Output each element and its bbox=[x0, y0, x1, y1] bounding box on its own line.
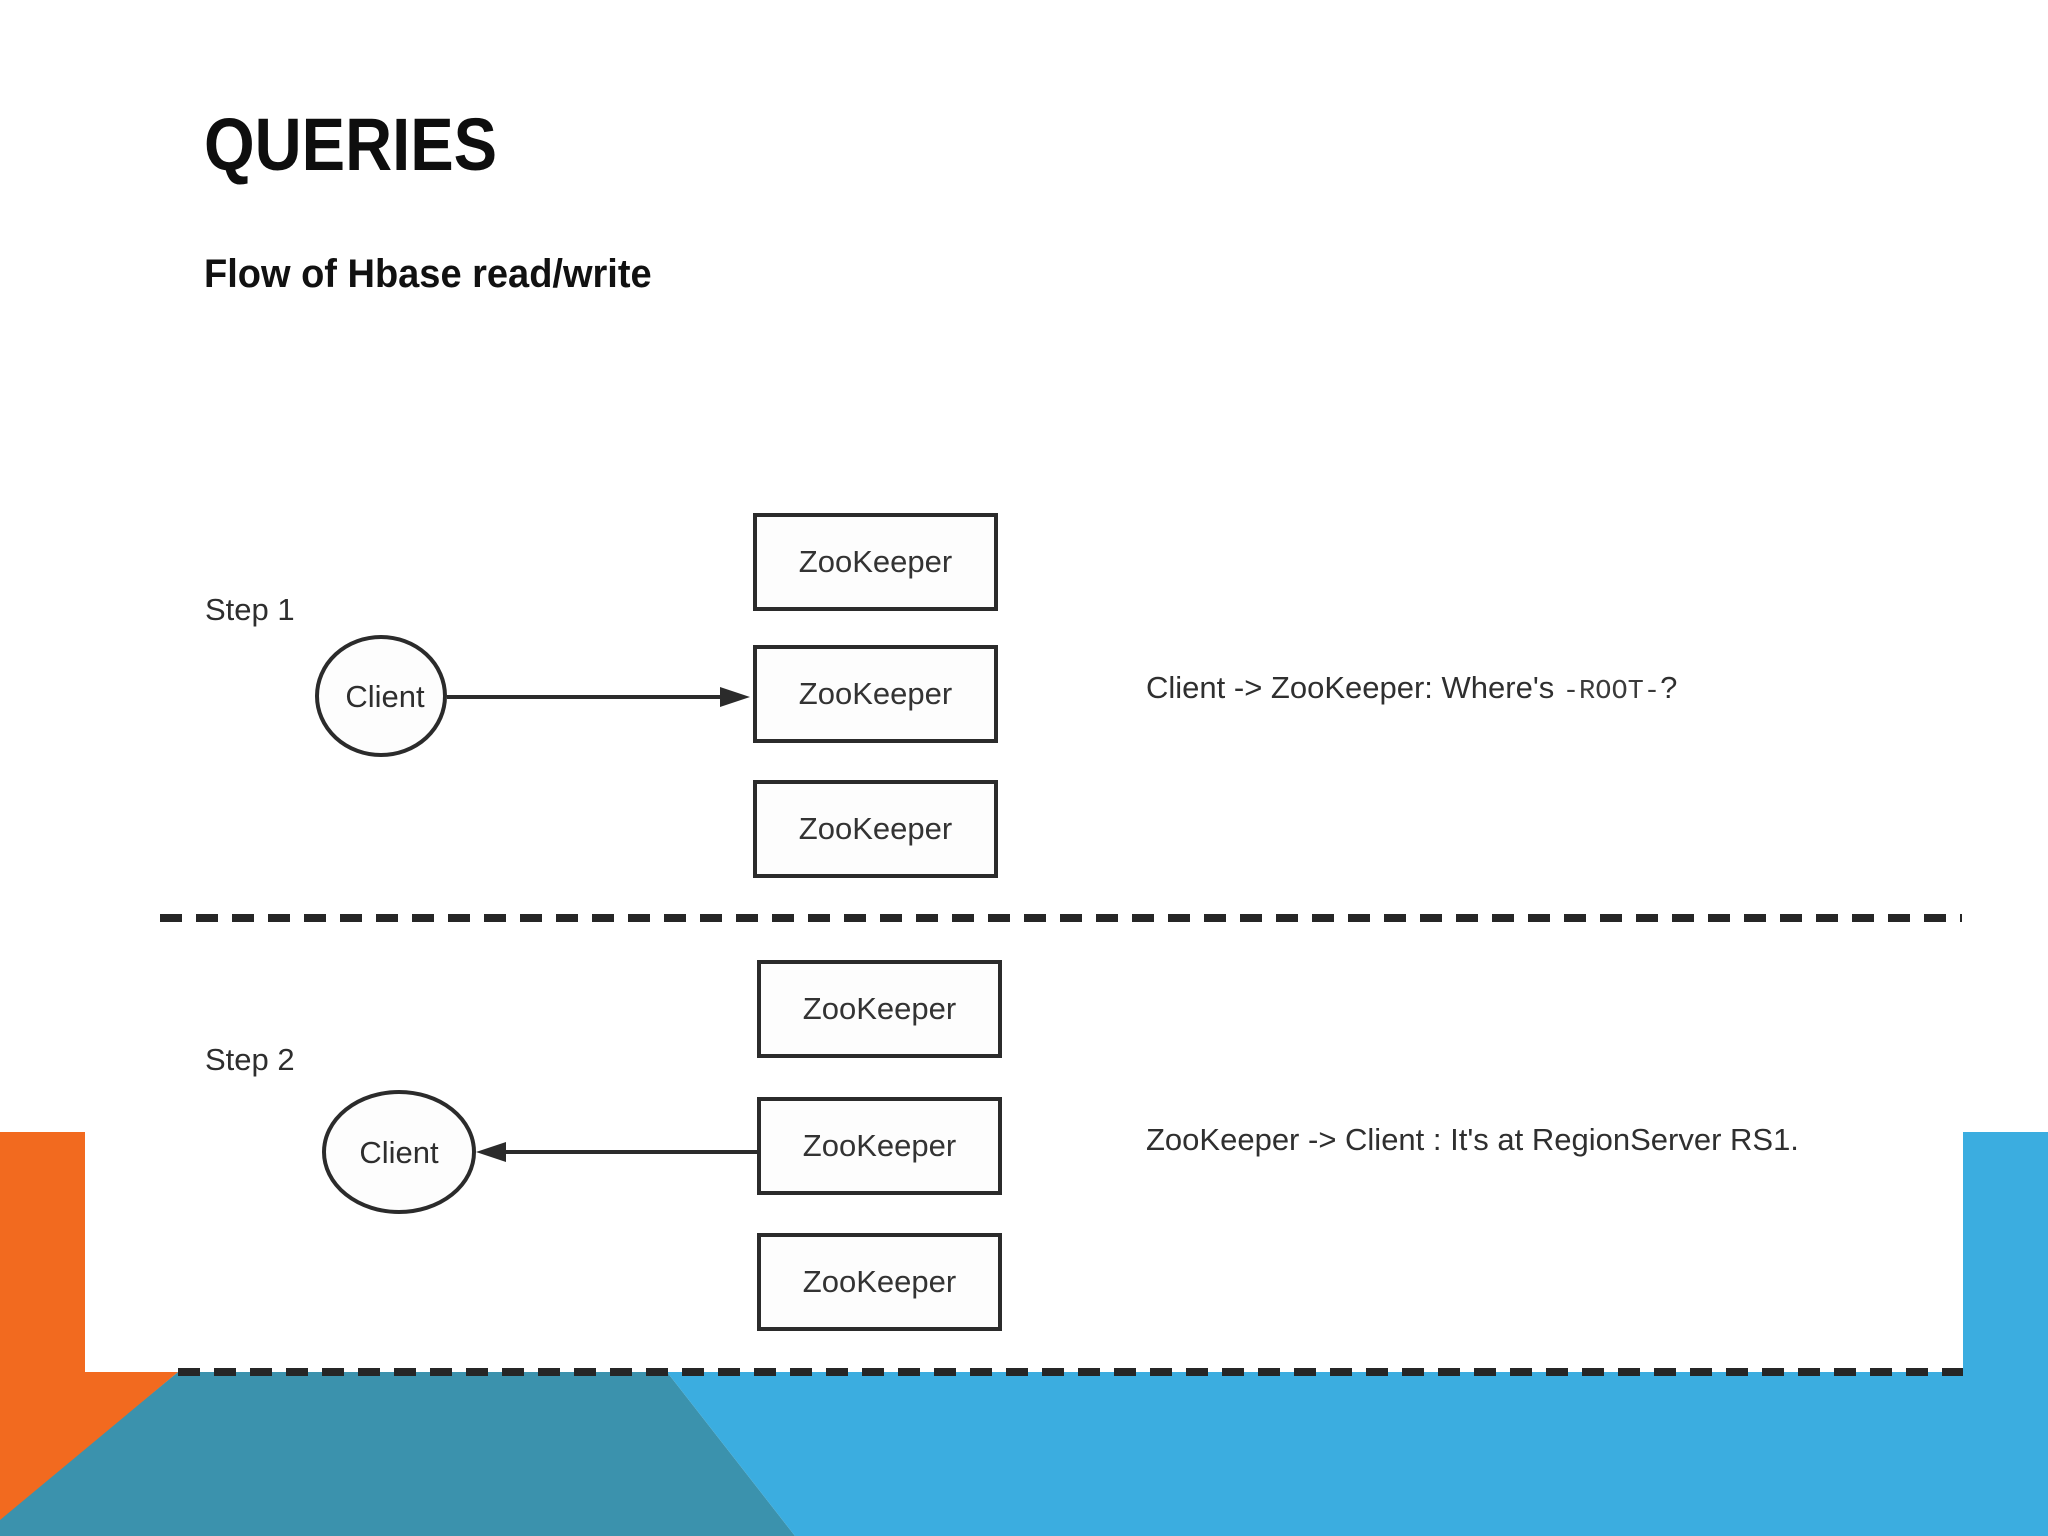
arrow-head-right-icon bbox=[720, 687, 750, 707]
step1-annotation: Client -> ZooKeeper: Where's -ROOT-? bbox=[1146, 670, 1677, 707]
step1-label: Step 1 bbox=[205, 592, 295, 627]
step2-annotation-text: ZooKeeper -> Client : It's at RegionServ… bbox=[1146, 1122, 1799, 1157]
dashed-separator-2 bbox=[178, 1368, 1963, 1376]
client-node-label-step1: Client bbox=[345, 679, 425, 714]
zookeeper-box-step1-1: ZooKeeper bbox=[753, 513, 998, 611]
arrow-head-left-icon bbox=[476, 1142, 506, 1162]
page-title: QUERIES bbox=[204, 103, 498, 186]
step2-label: Step 2 bbox=[205, 1042, 295, 1077]
step1-annotation-root-code: -ROOT- bbox=[1562, 677, 1661, 707]
zookeeper-box-step2-2: ZooKeeper bbox=[757, 1097, 1002, 1195]
zookeeper-box-step1-2: ZooKeeper bbox=[753, 645, 998, 743]
client-ellipse-step2 bbox=[322, 1090, 476, 1214]
zookeeper-box-step2-1: ZooKeeper bbox=[757, 960, 1002, 1058]
step1-annotation-suffix: ? bbox=[1660, 670, 1678, 705]
zookeeper-box-step1-3: ZooKeeper bbox=[753, 780, 998, 878]
zookeeper-box-step2-3: ZooKeeper bbox=[757, 1233, 1002, 1331]
step1-annotation-prefix: Client -> ZooKeeper: Where's bbox=[1146, 670, 1563, 705]
client-node-label-step2: Client bbox=[359, 1135, 439, 1170]
step2-annotation: ZooKeeper -> Client : It's at RegionServ… bbox=[1146, 1122, 1799, 1158]
dashed-separator-1 bbox=[160, 914, 1962, 922]
client-ellipse-step1 bbox=[315, 635, 447, 757]
slide-subtitle: Flow of Hbase read/write bbox=[204, 252, 652, 296]
